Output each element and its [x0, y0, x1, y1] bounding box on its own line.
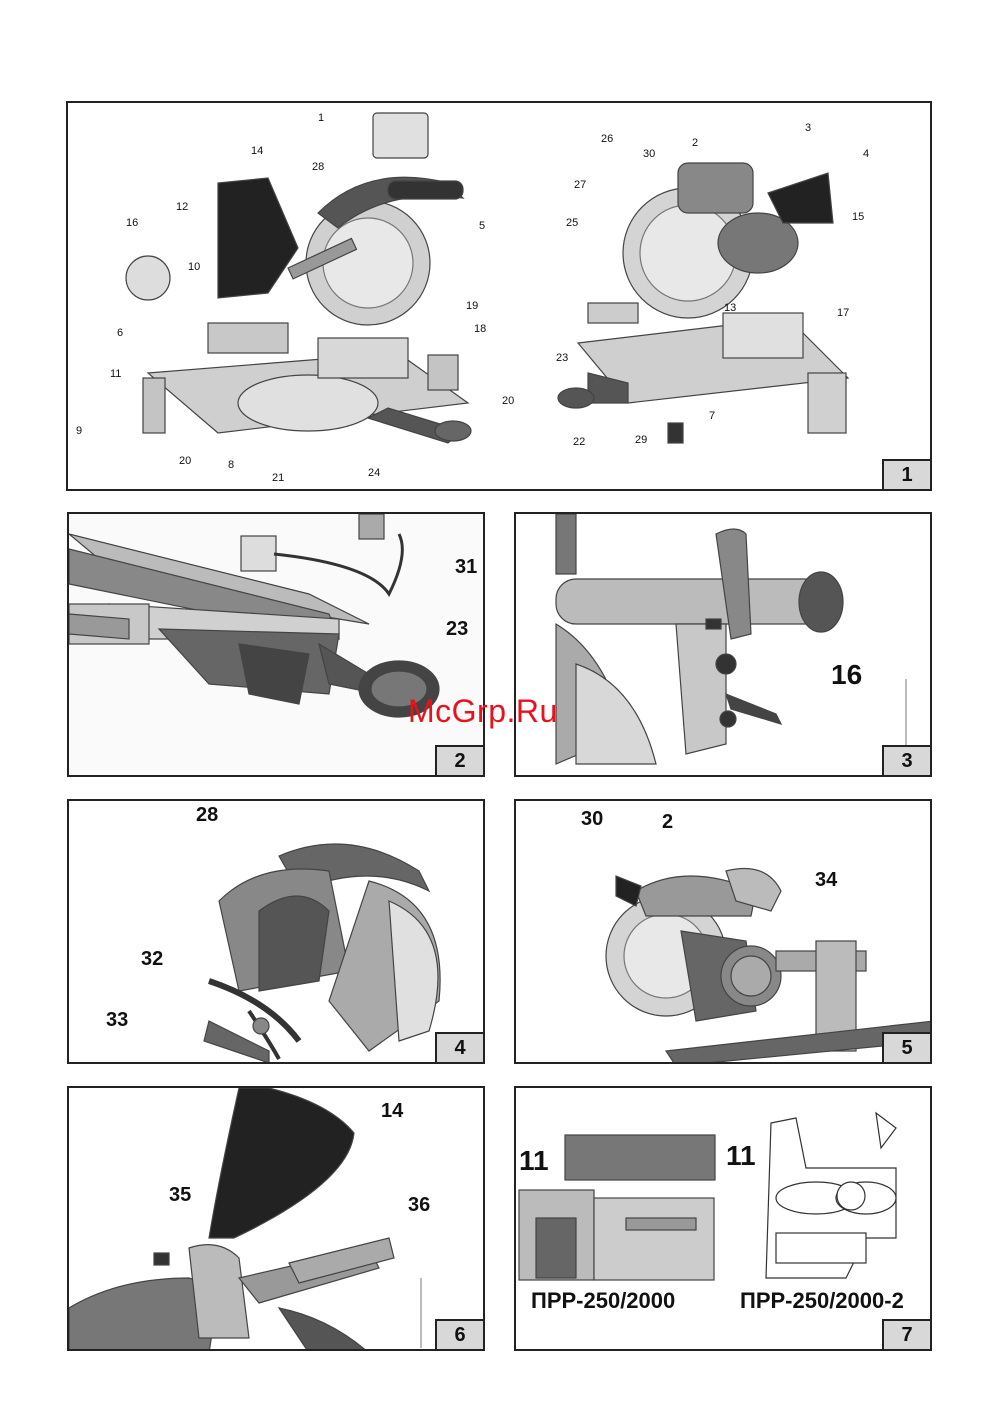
callout: 23	[556, 352, 569, 364]
figure-1-illustration	[125, 112, 850, 444]
callout: 28	[312, 161, 325, 173]
callout: 6	[117, 327, 124, 339]
callout: 4	[863, 148, 870, 160]
figure-number: 2	[435, 745, 483, 775]
callout: 18	[474, 323, 487, 335]
callout: 20	[502, 395, 515, 407]
callout: 2	[662, 811, 674, 833]
callout: 31	[455, 556, 478, 578]
figure-7-illustration	[518, 1111, 897, 1281]
figure-5-illustration	[605, 867, 930, 1062]
figure-number: 7	[882, 1319, 930, 1349]
callout: 9	[76, 425, 83, 437]
callout: 11	[110, 368, 122, 380]
callout: 21	[272, 472, 285, 484]
callout: 33	[106, 1009, 129, 1031]
figure-number: 1	[882, 459, 930, 489]
callout: 5	[479, 220, 486, 232]
figure-number: 5	[882, 1032, 930, 1062]
callout: 15	[852, 211, 865, 223]
callout: 32	[141, 948, 164, 970]
figure-6: 14 35 36 6	[67, 1086, 485, 1351]
figure-2: 31 23 2	[67, 512, 485, 777]
callout: 36	[408, 1194, 431, 1216]
callout: 10	[188, 261, 201, 273]
callout: 16	[126, 217, 139, 229]
callout: 30	[581, 808, 604, 830]
callout: 22	[573, 436, 586, 448]
figure-4: 28 32 33 4	[67, 799, 485, 1064]
figure-number: 4	[435, 1032, 483, 1062]
callout: 35	[169, 1184, 192, 1206]
figure-5: 30 2 34 5	[514, 799, 932, 1064]
callout: 20	[179, 455, 192, 467]
figure-4-illustration	[203, 843, 441, 1062]
callout: 2	[692, 137, 699, 149]
callout: 30	[643, 148, 656, 160]
callout: 27	[574, 179, 587, 191]
callout: 11	[726, 1140, 756, 1171]
callout: 19	[466, 300, 479, 312]
figure-6-illustration	[69, 1088, 422, 1349]
callout: 11	[519, 1145, 549, 1176]
model-label: ПРР-250/2000	[531, 1288, 676, 1313]
callout: 26	[601, 133, 614, 145]
callout: 7	[709, 410, 716, 422]
callout: 16	[831, 659, 863, 690]
callout: 14	[381, 1100, 404, 1122]
callout: 1	[318, 112, 325, 124]
figure-2-illustration	[69, 514, 483, 775]
figure-number: 3	[882, 745, 930, 775]
callout: 34	[815, 869, 838, 891]
figure-7: 11 11 ПРР-250/2000 ПРР-250/2000-2 7	[514, 1086, 932, 1351]
watermark-text: McGrp.Ru	[408, 693, 558, 729]
callout: 17	[837, 307, 850, 319]
callout: 8	[228, 459, 235, 471]
callout: 23	[446, 618, 469, 640]
model-label: ПРР-250/2000-2	[740, 1288, 904, 1313]
figure-3-illustration	[555, 514, 907, 765]
figure-number: 6	[435, 1319, 483, 1349]
callout: 12	[176, 201, 189, 213]
callout: 24	[368, 467, 381, 479]
figure-3: 16 3	[514, 512, 932, 777]
callout: 29	[635, 434, 648, 446]
callout: 25	[566, 217, 579, 229]
callout: 13	[724, 302, 737, 314]
figure-1: 1 2 3 4 5 6 7 8 9 10 11 12 13 14 15 16 1…	[66, 101, 932, 491]
callout: 3	[805, 122, 812, 134]
callout: 28	[196, 804, 219, 826]
callout: 14	[251, 145, 264, 157]
